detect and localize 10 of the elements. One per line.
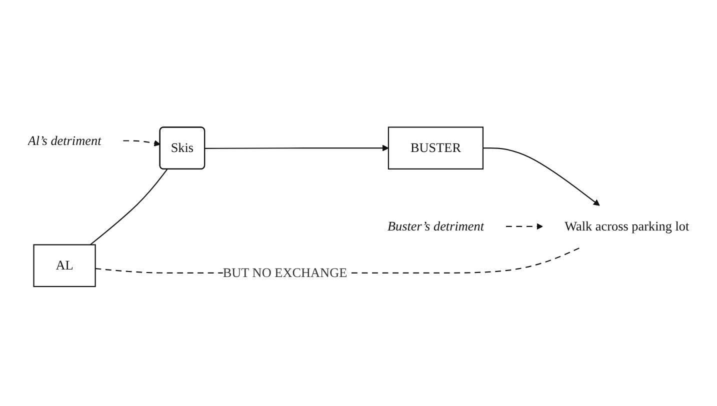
arrow: [123, 140, 160, 146]
node-box: BUSTER: [388, 126, 484, 170]
arrow: [506, 223, 543, 230]
edge-label: BUT NO EXCHANGE: [222, 265, 348, 280]
connector: [90, 168, 168, 245]
node-text: Buster’s detriment: [387, 218, 484, 234]
arrow: [482, 147, 600, 206]
node-text: Walk across parking lot: [564, 218, 690, 234]
node-box: AL: [33, 244, 96, 287]
arrow: [204, 144, 389, 152]
